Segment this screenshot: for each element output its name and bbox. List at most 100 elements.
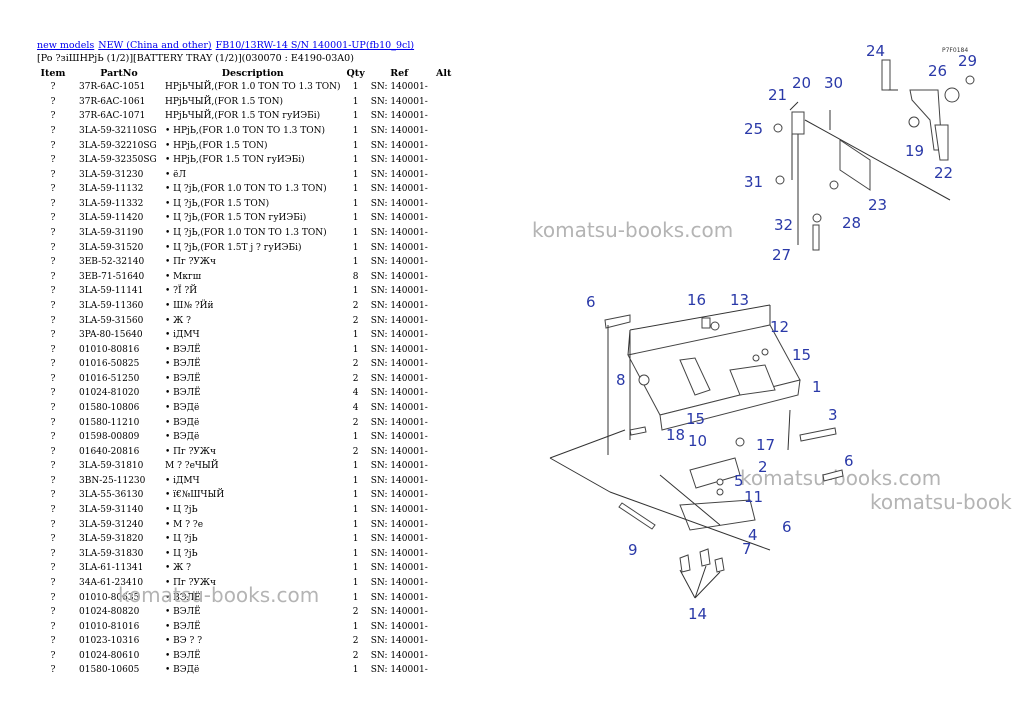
ref-cell: SN: 140001- xyxy=(370,96,428,107)
alt-cell xyxy=(431,328,457,343)
description-cell: • іДМЧ xyxy=(165,475,200,486)
table-header-row: Item PartNo Description Qty Ref Alt xyxy=(30,66,457,80)
partno-cell: 01016-50825 xyxy=(79,359,140,370)
item-cell: ? xyxy=(50,140,56,151)
callout-label: 27 xyxy=(772,246,791,264)
description-cell: • Ц ?jЬ,(FOR 1.5 TON) xyxy=(165,198,270,209)
description-cell: • ВЭДё xyxy=(165,403,200,413)
alt-cell xyxy=(431,313,457,328)
item-cell: ? xyxy=(50,432,56,443)
callout-label: 12 xyxy=(770,318,789,336)
alt-cell xyxy=(431,182,457,197)
partno-cell: 01640-20816 xyxy=(79,446,140,457)
qty-cell: 1 xyxy=(352,213,359,224)
alt-cell xyxy=(431,590,457,605)
ref-cell: SN: 140001- xyxy=(370,359,428,370)
partno-cell: 3LA-59-11420 xyxy=(79,213,144,224)
ref-cell: SN: 140001- xyxy=(370,315,428,326)
callout-label: 14 xyxy=(688,605,707,623)
item-cell: ? xyxy=(50,330,56,341)
qty-cell: 1 xyxy=(352,519,359,530)
header-item: Item xyxy=(40,67,66,79)
alt-cell xyxy=(431,153,457,168)
ref-cell: SN: 140001- xyxy=(370,155,428,166)
ref-cell: SN: 140001- xyxy=(370,519,428,530)
qty-cell: 1 xyxy=(352,621,359,632)
breadcrumb-link[interactable]: NEW (China and other) xyxy=(98,40,212,51)
callout-label: 21 xyxy=(768,86,787,104)
item-cell: ? xyxy=(50,242,56,253)
qty-cell: 2 xyxy=(352,315,359,326)
description-cell: • Пг ?УЖч xyxy=(165,577,216,588)
partno-cell: 3LA-59-31230 xyxy=(79,169,144,180)
alt-cell xyxy=(431,649,457,664)
qty-cell: 1 xyxy=(352,242,359,253)
partno-cell: 37R-6AC-1071 xyxy=(79,111,146,122)
callout-label: 28 xyxy=(842,214,861,232)
ref-cell: SN: 140001- xyxy=(370,228,428,239)
partno-cell: 3LA-59-31810 xyxy=(79,461,144,472)
description-cell: • ВЭЛЁ xyxy=(165,650,201,661)
callout-label: 30 xyxy=(824,74,843,92)
partno-cell: 3PA-80-15640 xyxy=(79,330,143,341)
qty-cell: 1 xyxy=(352,563,359,574)
table-row: ?3LA-59-11420• Ц ?jЬ,(FOR 1.5 TON гуИЭБi… xyxy=(30,211,457,226)
page-subtitle: [Po ?зiШНРjЬ (1/2)][BATTERY TRAY (1/2)](… xyxy=(37,53,354,64)
item-cell: ? xyxy=(50,592,56,603)
watermark: komatsu-book xyxy=(870,490,1012,514)
alt-cell xyxy=(431,299,457,314)
partno-cell: 3LA-59-31830 xyxy=(79,548,144,559)
item-cell: ? xyxy=(50,271,56,282)
callout-label: 17 xyxy=(756,436,775,454)
callout-label: 6 xyxy=(844,452,854,470)
description-cell: • ВЭЛЁ xyxy=(165,373,201,384)
item-cell: ? xyxy=(50,636,56,647)
ref-cell: SN: 140001- xyxy=(370,577,428,588)
alt-cell xyxy=(431,474,457,489)
item-cell: ? xyxy=(50,548,56,559)
ref-cell: SN: 140001- xyxy=(370,286,428,297)
ref-cell: SN: 140001- xyxy=(370,242,428,253)
header-description: Description xyxy=(221,67,284,79)
alt-cell xyxy=(431,576,457,591)
partno-cell: 3LA-59-31190 xyxy=(79,228,144,239)
qty-cell: 8 xyxy=(352,271,359,282)
callout-label: 11 xyxy=(744,488,763,506)
qty-cell: 2 xyxy=(352,650,359,661)
breadcrumb-link[interactable]: new models xyxy=(37,40,95,51)
qty-cell: 1 xyxy=(352,548,359,559)
breadcrumb-link[interactable]: FB10/13RW-14 S/N 140001-UP(fb10_9cl) xyxy=(215,40,415,51)
qty-cell: 2 xyxy=(352,359,359,370)
upper-assembly-drawing xyxy=(773,59,975,251)
item-cell: ? xyxy=(50,257,56,268)
item-cell: ? xyxy=(50,505,56,516)
ref-cell: SN: 140001- xyxy=(370,636,428,647)
callout-label: 26 xyxy=(928,62,947,80)
partno-cell: 01010-81016 xyxy=(79,621,140,632)
description-cell: • Ц ?jЬ xyxy=(165,548,198,559)
alt-cell xyxy=(431,109,457,124)
qty-cell: 1 xyxy=(352,505,359,516)
qty-cell: 4 xyxy=(352,403,359,413)
ref-cell: SN: 140001- xyxy=(370,82,428,93)
alt-cell xyxy=(431,532,457,547)
header-partno: PartNo xyxy=(100,67,138,79)
description-cell: • ёЛ xyxy=(165,169,187,180)
callout-label: 24 xyxy=(866,42,885,60)
item-cell: ? xyxy=(50,213,56,224)
alt-cell xyxy=(431,634,457,649)
partno-cell: 3LA-59-32210SG xyxy=(79,140,157,151)
ref-cell: SN: 140001- xyxy=(370,490,428,501)
item-cell: ? xyxy=(50,665,56,676)
description-cell: • Ж ? xyxy=(165,563,191,574)
ref-cell: SN: 140001- xyxy=(370,607,428,618)
description-cell: • ВЭДё xyxy=(165,665,200,676)
parts-table: Item PartNo Description Qty Ref Alt ?37R… xyxy=(30,66,457,678)
header-ref: Ref xyxy=(390,67,409,79)
description-cell: • Ц ?jЬ xyxy=(165,534,198,545)
